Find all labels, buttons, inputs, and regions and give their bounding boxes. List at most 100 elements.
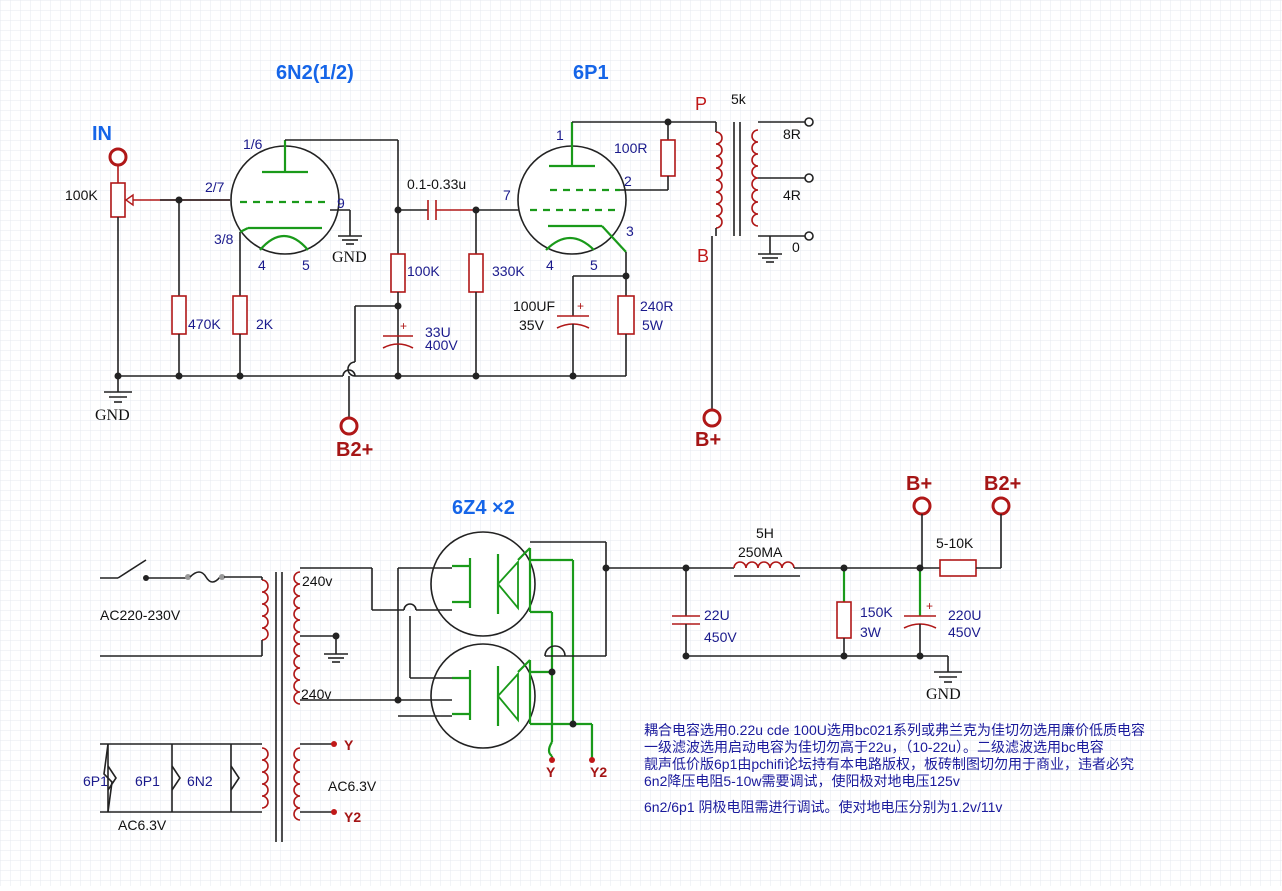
- volume-potentiometer: [110, 182, 126, 218]
- gnd-label-1: GND: [95, 407, 130, 424]
- pin-2: 2: [624, 173, 632, 189]
- heater-6p1-a: 6P1: [83, 773, 108, 789]
- preamp-tube-title: 6N2(1/2): [276, 62, 354, 84]
- y2-rect-label: Y2: [590, 764, 607, 780]
- pin-1: 1: [556, 127, 564, 143]
- heater-6p1-b: 6P1: [135, 773, 160, 789]
- pin-2-7: 2/7: [205, 179, 225, 195]
- svg-text:+: +: [577, 299, 584, 313]
- tap-0-terminal[interactable]: [804, 231, 814, 241]
- c220-label-b: 450V: [948, 624, 981, 640]
- b2-terminal-top[interactable]: [339, 416, 359, 436]
- r240-label-a: 240R: [640, 298, 673, 314]
- svg-text:+: +: [926, 599, 933, 613]
- tap-8r-terminal[interactable]: [804, 117, 814, 127]
- c220-label-a: 220U: [948, 607, 981, 623]
- fuse: [189, 571, 221, 583]
- b2-supply-terminal[interactable]: [991, 496, 1011, 516]
- pt-ac63-label: AC6.3V: [328, 778, 377, 794]
- note-line-3: 靓声低价版6p1由pchifi论坛持有本电路版权，板砖制图切勿用于商业，违者必究: [644, 756, 1134, 772]
- ot-primary-label: 5k: [731, 91, 747, 107]
- pt-240-lower: 240v: [301, 686, 331, 702]
- tap-4r-terminal[interactable]: [804, 173, 814, 183]
- y-label: Y: [344, 737, 354, 753]
- b-supply-label: B+: [906, 473, 932, 495]
- r330k-label: 330K: [492, 263, 525, 279]
- gnd-label-2: GND: [332, 249, 367, 266]
- supply-junction-dots: [332, 564, 924, 728]
- resistor-240r: [617, 295, 635, 335]
- pin-3: 3: [626, 223, 634, 239]
- note-line-4: 6n2降压电阻5-10w需要调试，使阳极对地电压125v: [644, 773, 960, 789]
- y-rect-label: Y: [546, 764, 556, 780]
- choke-coil: [733, 561, 795, 569]
- cap33-label-b: 400V: [425, 337, 458, 353]
- design-notes: 耦合电容选用0.22u cde 100U选用bc021系列或弗兰克为佳切勿选用廉…: [644, 722, 1145, 815]
- mains-label: AC220-230V: [100, 607, 181, 623]
- input-terminal[interactable]: [108, 147, 128, 167]
- r470k-label: 470K: [188, 316, 221, 332]
- gnd-label-3: GND: [926, 686, 961, 703]
- b2-supply-label: B2+: [984, 473, 1021, 495]
- power-supply-section: 6Z4 ×2 AC220-230V 240v 240v Y A: [83, 473, 1021, 842]
- r150k-label-b: 3W: [860, 624, 882, 640]
- plate-label: P: [695, 94, 707, 114]
- note-line-5: 6n2/6p1 阴极电阻需进行调试。使对地电压分别为1.2v/11v: [644, 799, 1002, 815]
- b-terminal-top[interactable]: [702, 408, 722, 428]
- r150k-label-a: 150K: [860, 604, 893, 620]
- heater-bus-coil: [261, 747, 269, 809]
- choke-label-a: 5H: [756, 525, 774, 541]
- choke-label-b: 250MA: [738, 544, 783, 560]
- note-line-2: 一级滤波选用启动电容为佳切勿高于22u，（10-22u）。二级滤波选用bc电容: [644, 739, 1104, 755]
- b-supply-terminal[interactable]: [912, 496, 932, 516]
- tap-8r-label: 8R: [783, 126, 801, 142]
- r2k-label: 2K: [256, 316, 274, 332]
- rectifier-title: 6Z4 ×2: [452, 497, 515, 519]
- resistor-330k: [468, 253, 484, 293]
- pin-5-b: 5: [590, 257, 598, 273]
- pin-7: 7: [503, 187, 511, 203]
- b-label: B: [697, 246, 709, 266]
- pt-heater-coil: [293, 747, 301, 821]
- svg-text:+: +: [400, 319, 407, 333]
- tap-0-label: 0: [792, 239, 800, 255]
- b2-label-top: B2+: [336, 439, 373, 461]
- tap-4r-label: 4R: [783, 187, 801, 203]
- pt-hv-coil: [293, 571, 301, 705]
- pin-9: 9: [337, 195, 345, 211]
- coupling-cap-label: 0.1-0.33u: [407, 176, 466, 192]
- input-label: IN: [92, 123, 112, 145]
- resistor-150k: [836, 601, 852, 639]
- note-line-1: 耦合电容选用0.22u cde 100U选用bc021系列或弗兰克为佳切勿选用廉…: [644, 722, 1145, 738]
- resistor-470k: [171, 295, 187, 335]
- power-tube-title: 6P1: [573, 62, 609, 84]
- ot-primary-coil: [715, 131, 723, 229]
- resistor-5-10k: [939, 559, 977, 577]
- amplifier-section: 6N2(1/2) 6P1 IN 100K GND 470K: [65, 62, 814, 461]
- cap100-label-b: 35V: [519, 317, 545, 333]
- vr-label: 100K: [65, 187, 98, 203]
- pin-5-a: 5: [302, 257, 310, 273]
- rectifier-tube-1: [430, 531, 536, 637]
- junction-dots: [114, 118, 672, 380]
- pin-3-8: 3/8: [214, 231, 234, 247]
- c22-label-b: 450V: [704, 629, 737, 645]
- pt-primary-coil: [261, 579, 269, 641]
- pin-4-b: 4: [546, 257, 554, 273]
- mains-switch[interactable]: [117, 559, 147, 579]
- resistor-2k: [232, 295, 248, 335]
- rectifier-tube-2: [430, 643, 536, 749]
- heater-6n2: 6N2: [187, 773, 213, 789]
- b-label-top: B+: [695, 429, 721, 451]
- c22-label-a: 22U: [704, 607, 730, 623]
- r100r-label: 100R: [614, 140, 647, 156]
- r510-label: 5-10K: [936, 535, 974, 551]
- y2-label: Y2: [344, 809, 361, 825]
- heater-bus-label: AC6.3V: [118, 817, 167, 833]
- pt-240-upper: 240v: [302, 573, 332, 589]
- pin-4-a: 4: [258, 257, 266, 273]
- r240-label-b: 5W: [642, 317, 664, 333]
